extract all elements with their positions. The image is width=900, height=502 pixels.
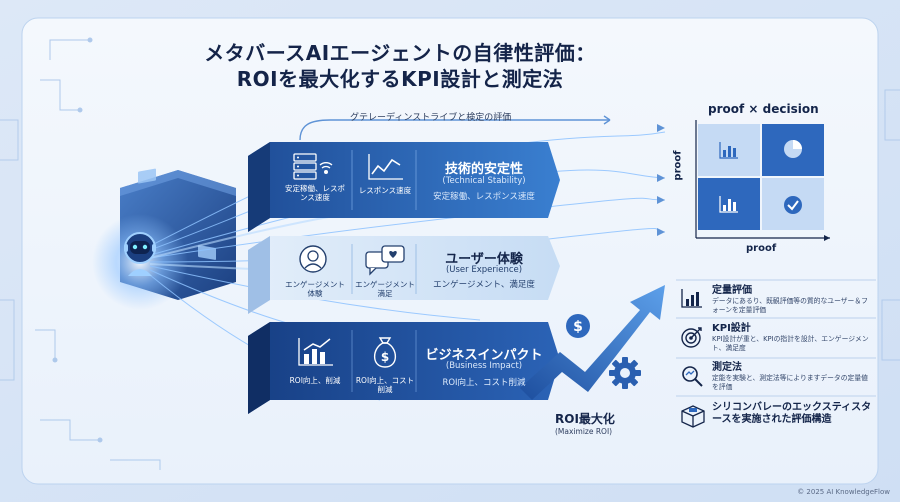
matrix-x-label: proof (746, 243, 777, 254)
panel-1-icon1-label: 安定稼働、レスポンス速度 (285, 184, 345, 202)
panel-1-icon2-label: レスポンス速度 (358, 186, 412, 195)
roi-title: ROI最大化 (555, 412, 615, 426)
panel-3-icon1-label: ROI向上、削減 (289, 376, 341, 385)
bar-chart-icon (718, 140, 740, 160)
svg-text:$: $ (573, 319, 583, 335)
side-item-title: シリコンバレーのエックスティスタースを実施された評価構造 (712, 402, 872, 425)
title-line-1: メタバースAIエージェントの自律性評価： (204, 41, 596, 65)
top-caption: グテレーディンストライブと検定の評価 (350, 113, 512, 123)
side-item-title: 測定法 (712, 362, 742, 373)
user-icon (298, 244, 328, 274)
check-icon (782, 194, 804, 216)
bar-chart-icon (718, 194, 740, 214)
line-chart-icon (366, 152, 406, 182)
dollar-icon: $ (564, 312, 592, 340)
side-item-title: KPI設計 (712, 323, 751, 334)
side-item-kpi-design: KPI設計 KPI設計が重と、KPIの指計を設計、エンゲージメント、満足度 (712, 323, 872, 353)
side-item-desc: KPI設計が重と、KPIの指計を設計、エンゲージメント、満足度 (712, 335, 869, 352)
magnifier-icon (680, 364, 704, 388)
panel-2-subtitle: (User Experience) (445, 265, 523, 275)
panel-2-title: ユーザー体験 (445, 252, 523, 267)
matrix-title: proof × decision (708, 102, 819, 116)
matrix-y-label: proof (672, 150, 684, 181)
side-item-measurement: 測定法 定能を実験と、測定法等によりますデータの定量値を評価 (712, 362, 872, 392)
panel-3-subtitle: (Business Impact) (445, 361, 523, 371)
bar-chart-icon (296, 336, 336, 368)
cube-icon (680, 404, 706, 428)
pie-chart-icon (782, 138, 804, 160)
robot-icon (116, 226, 164, 282)
server-icon (290, 152, 340, 180)
panel-2-icon1-label: エンゲージメント体験 (285, 280, 345, 298)
gear-icon (608, 356, 642, 390)
page-title: メタバースAIエージェントの自律性評価： ROIを最大化するKPI設計と測定法 (150, 40, 650, 92)
panel-1-subtitle: (Technical Stability) (442, 176, 526, 186)
bar-chart-icon (680, 287, 704, 309)
svg-text:$: $ (381, 350, 389, 364)
target-icon (680, 325, 704, 349)
roi-label: ROI最大化 (Maximize ROI) (555, 410, 645, 436)
panel-1-desc: 安定稼働、レスポンス速度 (433, 192, 535, 202)
panel-3-icon2-label: ROI向上、コスト削減 (355, 376, 415, 394)
roi-subtitle: (Maximize ROI) (555, 427, 613, 436)
side-item-title: 定量評価 (712, 285, 752, 296)
panel-3-desc: ROI向上、コスト削減 (442, 378, 526, 388)
chat-heart-icon (364, 244, 406, 276)
side-item-desc: データにあるり、既観評価等の質的なユーザー＆フォーンを定量評価 (712, 297, 868, 314)
panel-2-icon2-label: エンゲージメント満足 (355, 280, 415, 298)
side-item-desc: 定能を実験と、測定法等によりますデータの定量値を評価 (712, 374, 868, 391)
money-bag-icon: $ (368, 334, 402, 370)
side-item-quantitative: 定量評価 データにあるり、既観評価等の質的なユーザー＆フォーンを定量評価 (712, 285, 872, 315)
panel-2-desc: エンゲージメント、満足度 (433, 280, 535, 290)
side-item-silicon-valley: シリコンバレーのエックスティスタースを実施された評価構造 (712, 402, 872, 426)
panel-3-title: ビジネスインパクト (425, 348, 543, 363)
title-line-2: ROIを最大化するKPI設計と測定法 (236, 67, 564, 91)
copyright: © 2025 AI KnowledgeFlow (797, 488, 890, 496)
panel-1-title: 技術的安定性 (444, 162, 523, 177)
